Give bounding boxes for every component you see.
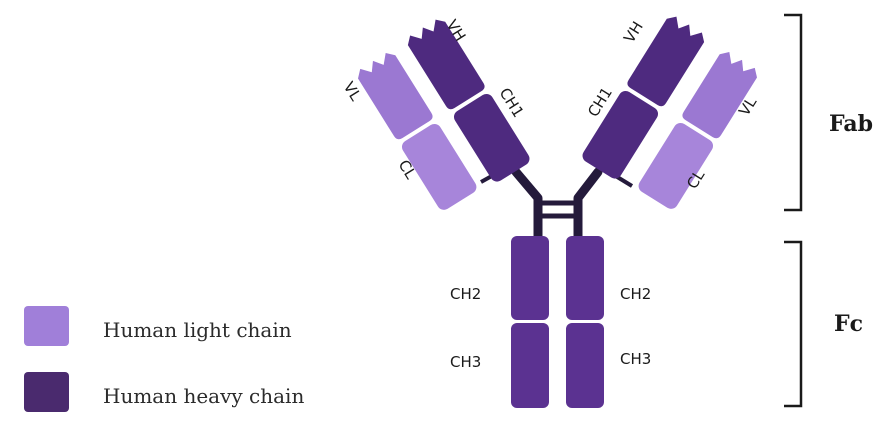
ch2-domain-left	[511, 236, 549, 320]
label-ch3-right: CH3	[620, 350, 651, 368]
legend-heavy-swatch	[24, 372, 69, 412]
vl-domain-right	[682, 51, 757, 139]
hinge-right-stroke	[573, 167, 603, 241]
ch1-domain-left	[453, 93, 530, 182]
legend-light-swatch	[24, 306, 69, 346]
vh-domain-right	[627, 16, 705, 107]
label-vh-right: VH	[620, 18, 647, 46]
ch3-domain-left	[511, 323, 549, 408]
ch2-domain-right	[566, 236, 604, 320]
vl-domain-left	[358, 52, 433, 140]
fab-bracket	[784, 13, 803, 212]
left-fab-arm	[358, 19, 530, 210]
fc-label: Fc	[834, 311, 863, 337]
label-ch3-left: CH3	[450, 353, 481, 371]
hinge-region	[480, 167, 634, 241]
label-ch2-right: CH2	[620, 285, 651, 303]
legend-heavy-label: Human heavy chain	[103, 384, 304, 408]
vh-domain-left	[407, 19, 485, 110]
legend: Human light chain Human heavy chain	[24, 306, 304, 412]
cl-domain-left	[401, 123, 477, 210]
ch1-domain-right	[582, 90, 659, 179]
fab-label: Fab	[829, 111, 873, 137]
label-ch2-left: CH2	[450, 285, 481, 303]
right-fab-arm	[582, 16, 757, 209]
ch3-domain-right	[566, 323, 604, 408]
fc-region	[511, 236, 604, 408]
hinge-left-stroke	[511, 167, 543, 241]
cl-domain-right	[638, 122, 714, 209]
fc-bracket	[784, 240, 803, 408]
legend-light-label: Human light chain	[103, 318, 292, 342]
